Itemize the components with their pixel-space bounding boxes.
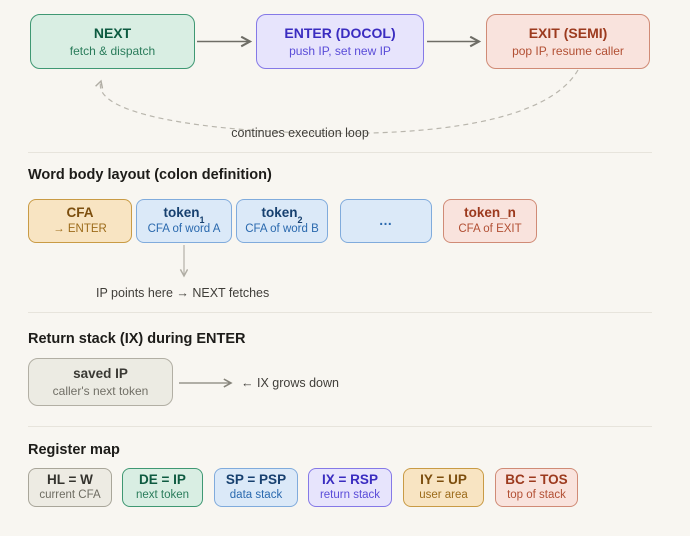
loop-label: continues execution loop bbox=[231, 126, 369, 140]
cell-title: token_n bbox=[464, 205, 516, 221]
cell-title: CFA bbox=[66, 205, 94, 221]
register-subtitle: user area bbox=[419, 488, 468, 501]
register-subtitle: return stack bbox=[319, 488, 381, 501]
register-title: BC = TOS bbox=[505, 472, 568, 488]
cell-subtitle: → ENTER bbox=[53, 222, 107, 235]
flow-node-title: NEXT bbox=[93, 24, 132, 41]
register-subtitle: current CFA bbox=[39, 488, 101, 501]
flow-node-exit: EXIT (SEMI) pop IP, resume caller bbox=[486, 14, 650, 69]
cell-title: token2 bbox=[261, 205, 303, 226]
register-title: HL = W bbox=[47, 472, 93, 488]
loop-arrow-icon bbox=[100, 69, 579, 134]
cell-subtitle: CFA of EXIT bbox=[458, 222, 522, 235]
ix-grows-note: ← IX grows down bbox=[241, 376, 339, 390]
cell-subtitle: CFA of word B bbox=[245, 222, 319, 235]
cell-subtitle: CFA of word A bbox=[147, 222, 221, 235]
subscript: 1 bbox=[199, 215, 205, 226]
reg-hl-w: HL = W current CFA bbox=[28, 468, 112, 507]
register-subtitle: next token bbox=[135, 488, 190, 501]
ellipsis-icon: … bbox=[378, 213, 394, 229]
reg-sp-psp: SP = PSP data stack bbox=[214, 468, 298, 507]
flow-node-subtitle: fetch & dispatch bbox=[69, 43, 156, 58]
section-divider bbox=[28, 426, 652, 427]
subscript: 2 bbox=[297, 215, 303, 226]
cell-cfa: CFA → ENTER bbox=[28, 199, 132, 243]
reg-bc-tos: BC = TOS top of stack bbox=[495, 468, 578, 507]
flow-node-subtitle: pop IP, resume caller bbox=[512, 43, 624, 58]
flow-node-enter: ENTER (DOCOL) push IP, set new IP bbox=[256, 14, 424, 69]
reg-ix-rsp: IX = RSP return stack bbox=[308, 468, 392, 507]
register-title: IX = RSP bbox=[322, 472, 378, 488]
ip-pointer-label: IP points here → NEXT fetches bbox=[96, 286, 270, 300]
section-divider bbox=[28, 312, 652, 313]
section-divider bbox=[28, 152, 652, 153]
register-title: SP = PSP bbox=[225, 472, 287, 488]
return-stack-heading: Return stack (IX) during ENTER bbox=[28, 331, 246, 347]
flow-node-next: NEXT fetch & dispatch bbox=[30, 14, 195, 69]
cell-title: token1 bbox=[163, 205, 205, 226]
cell-token1: token1 CFA of word A bbox=[136, 199, 232, 243]
register-subtitle: top of stack bbox=[507, 488, 566, 501]
cell-token2: token2 CFA of word B bbox=[236, 199, 328, 243]
cell-subtitle: caller's next token bbox=[52, 383, 149, 398]
reg-iy-up: IY = UP user area bbox=[403, 468, 484, 507]
register-subtitle: data stack bbox=[229, 488, 283, 501]
word-body-heading: Word body layout (colon definition) bbox=[28, 167, 272, 183]
flow-node-subtitle: push IP, set new IP bbox=[289, 43, 391, 58]
flow-node-title: EXIT (SEMI) bbox=[528, 24, 608, 41]
register-map-heading: Register map bbox=[28, 442, 120, 458]
flow-node-title: ENTER (DOCOL) bbox=[284, 24, 396, 41]
cell-ellipsis: … bbox=[340, 199, 432, 243]
cell-token-n: token_n CFA of EXIT bbox=[443, 199, 537, 243]
register-title: DE = IP bbox=[139, 472, 186, 488]
cell-title: saved IP bbox=[73, 366, 128, 382]
register-title: IY = UP bbox=[420, 472, 467, 488]
saved-ip-box: saved IP caller's next token bbox=[28, 358, 173, 406]
reg-de-ip: DE = IP next token bbox=[122, 468, 203, 507]
